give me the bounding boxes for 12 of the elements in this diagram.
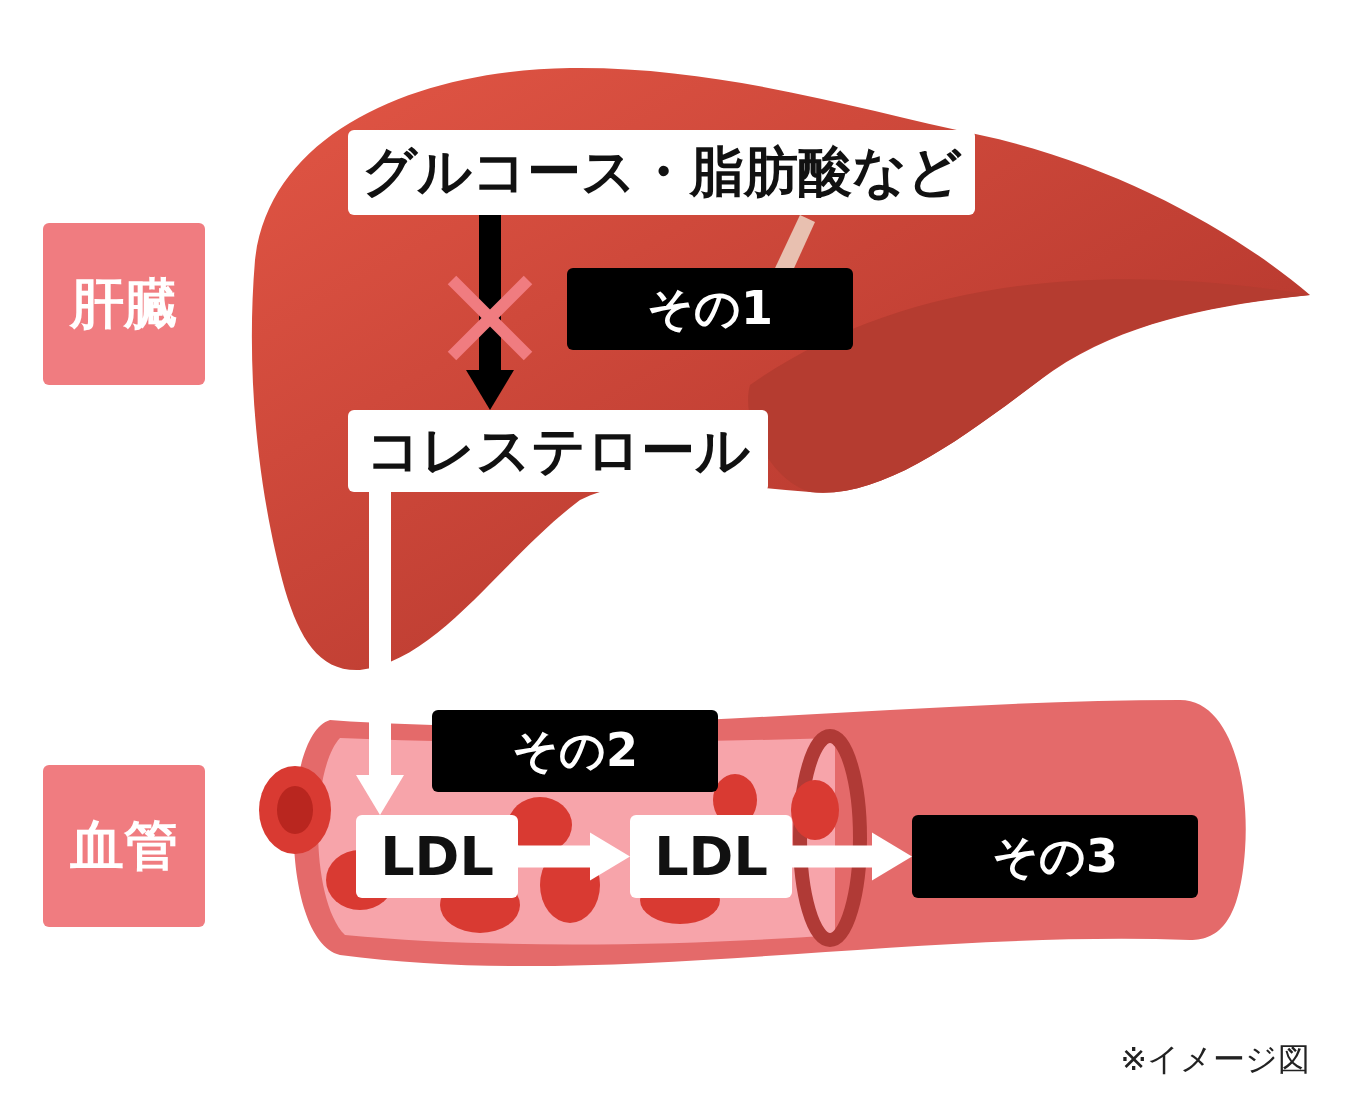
process-box: コレステロール <box>348 410 768 492</box>
arrow <box>356 492 404 815</box>
arrow <box>466 215 514 410</box>
process-box: グルコース・脂肪酸など <box>348 130 975 215</box>
step-tag: その2 <box>432 710 718 792</box>
arrow <box>792 832 912 881</box>
step-tag: その3 <box>912 815 1198 898</box>
arrow <box>518 832 630 881</box>
note-text: ※イメージ図 <box>1120 1039 1310 1080</box>
side-label-box: 肝臓 <box>43 223 205 385</box>
side-label-box: 血管 <box>43 765 205 927</box>
step-tag: その1 <box>567 268 853 350</box>
